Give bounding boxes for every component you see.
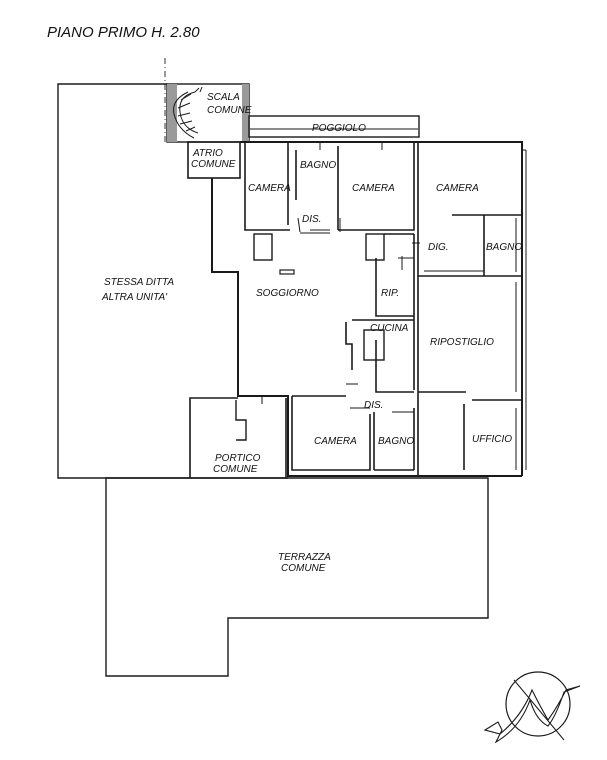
label-soggiorno: SOGGIORNO [256, 288, 319, 299]
label-camera-1: CAMERA [248, 183, 291, 194]
label-terrazza: TERRAZZA [278, 552, 331, 563]
label-terrazza-comune: COMUNE [281, 563, 326, 574]
label-bagno-1: BAGNO [300, 160, 336, 171]
label-scala-comune: COMUNE [207, 105, 252, 116]
label-rip: RIP. [381, 288, 399, 299]
terrace-outline [105, 477, 489, 677]
label-atrio-comune: COMUNE [191, 159, 236, 170]
label-scala: SCALA [207, 92, 240, 103]
label-portico: PORTICO [215, 453, 261, 464]
interior-walls [244, 142, 522, 476]
label-dis-2: DIS. [364, 400, 383, 411]
label-bagno-3: BAGNO [378, 436, 414, 447]
label-camera-3: CAMERA [436, 183, 479, 194]
label-camera-2: CAMERA [352, 183, 395, 194]
label-poggiolo: POGGIOLO [312, 123, 366, 134]
balcony-outline [248, 115, 420, 138]
north-arrow-icon [483, 671, 581, 744]
apartment-outer-walls [211, 141, 527, 477]
atrium-outline [187, 141, 241, 179]
label-altra-unita: ALTRA UNITA' [101, 292, 168, 303]
label-cucina: CUCINA [370, 323, 409, 334]
label-bagno-2: BAGNO [486, 242, 522, 253]
label-dig: DIG. [428, 242, 449, 253]
label-portico-comune: COMUNE [213, 464, 258, 475]
label-camera-4: CAMERA [314, 436, 357, 447]
label-atrio: ATRIO [192, 148, 223, 159]
label-ripostiglio: RIPOSTIGLIO [430, 337, 494, 348]
plan-title: PIANO PRIMO H. 2.80 [47, 24, 200, 41]
label-dis-1: DIS. [302, 214, 321, 225]
label-stessa-ditta: STESSA DITTA [104, 277, 174, 288]
label-ufficio: UFFICIO [472, 434, 512, 445]
